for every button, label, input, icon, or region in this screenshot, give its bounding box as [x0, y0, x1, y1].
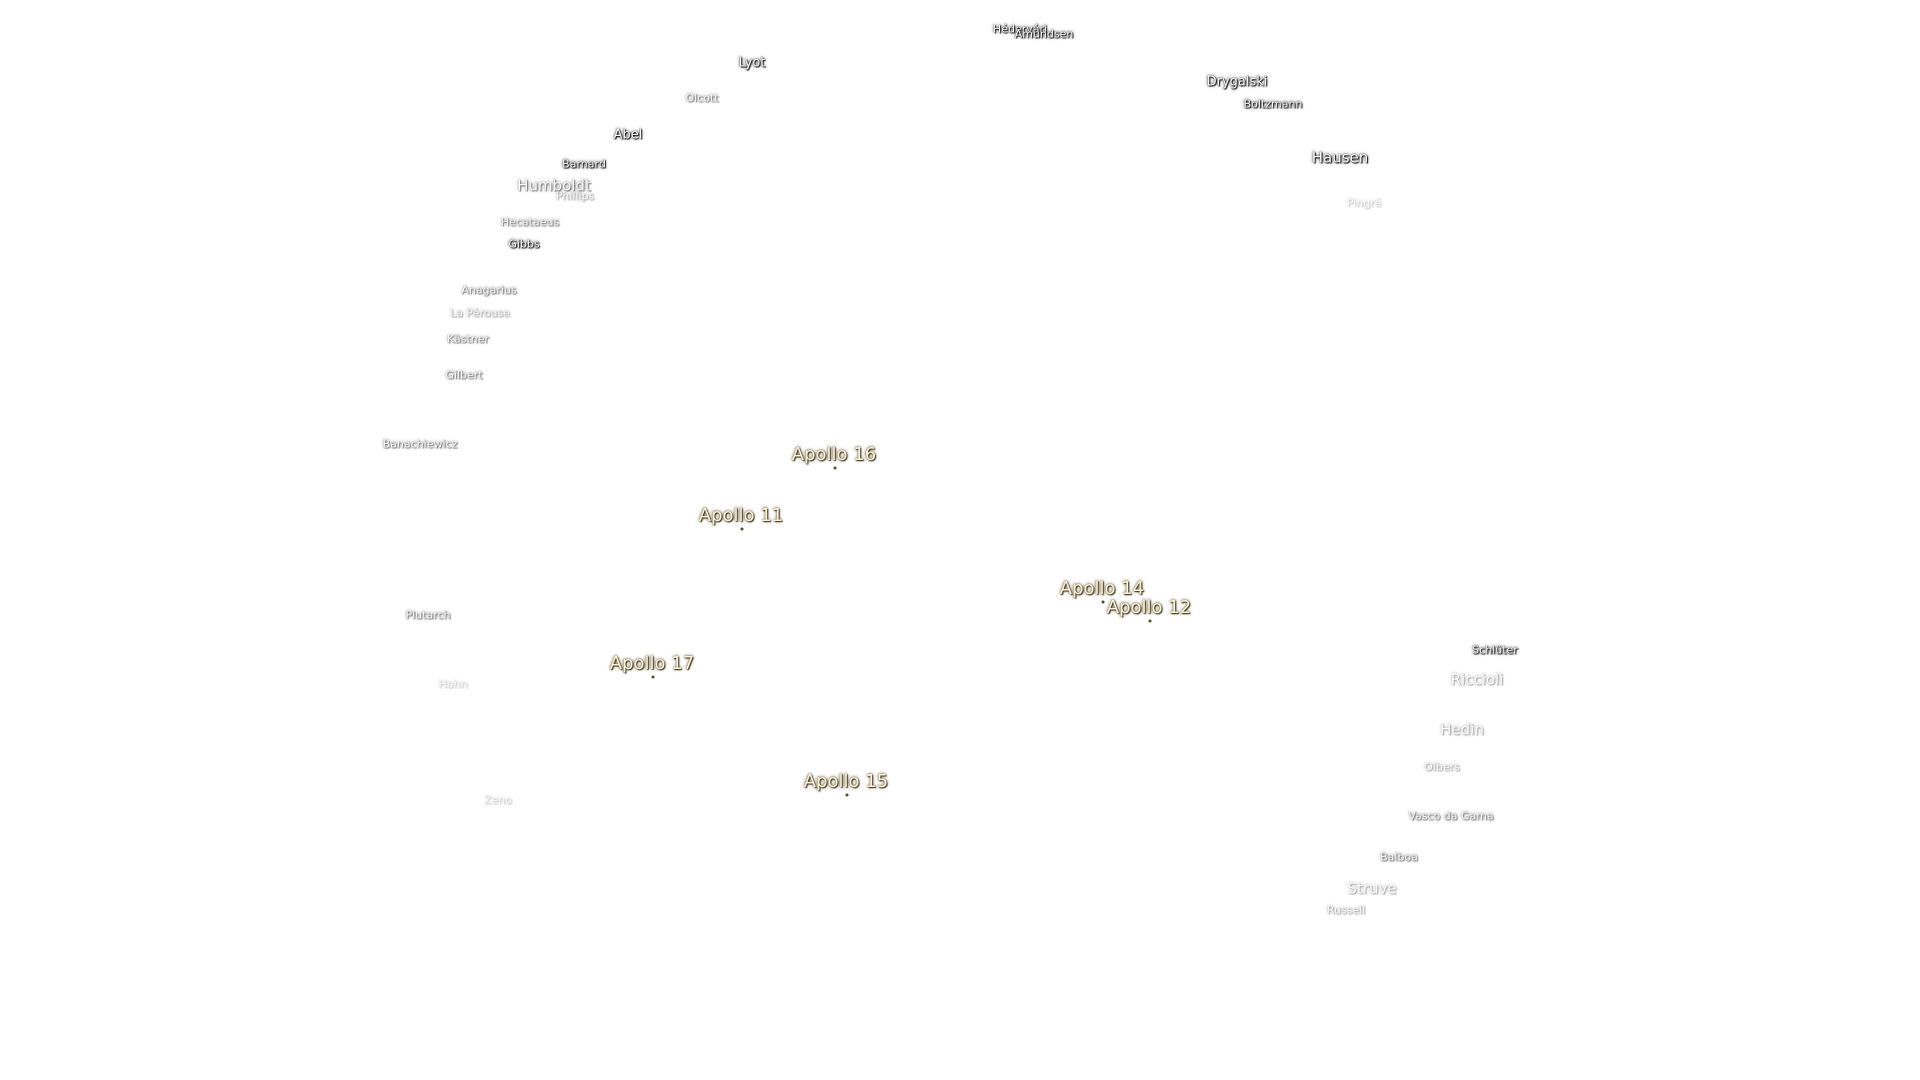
crater-label-schluter: Schlüter	[1472, 643, 1518, 657]
crater-label-hedin: Hedin	[1440, 720, 1484, 739]
crater-label-hausen: Hausen	[1311, 148, 1369, 167]
crater-label-drygalski: Drygalski	[1206, 74, 1268, 90]
crater-label-hecataeus: Hecataeus	[500, 215, 560, 229]
apollo-14-label[interactable]: Apollo 14	[1059, 578, 1145, 599]
crater-label-amundsen: Amundsen	[1014, 27, 1074, 41]
crater-label-lyot: Lyot	[738, 55, 766, 71]
apollo-16-site-marker[interactable]	[833, 466, 837, 470]
crater-label-hedervari: Hédervári	[992, 22, 1048, 36]
crater-label-struve: Struve	[1347, 879, 1397, 898]
crater-label-humboldt: Humboldt	[517, 176, 591, 195]
apollo-14-site-marker[interactable]	[1101, 600, 1105, 604]
apollo-17-label[interactable]: Apollo 17	[609, 653, 695, 674]
apollo-12-label[interactable]: Apollo 12	[1106, 597, 1192, 618]
crater-label-laperouse: La Pérouse	[450, 306, 510, 320]
crater-label-olbers: Olbers	[1424, 760, 1460, 774]
crater-label-anaxarchus: Anagarius	[461, 283, 517, 297]
crater-label-gibbs: Gibbs	[508, 237, 540, 251]
apollo-17-site-marker[interactable]	[651, 675, 655, 679]
apollo-16-label[interactable]: Apollo 16	[791, 444, 877, 465]
crater-label-vascodagama: Vasco da Gama	[1408, 809, 1494, 823]
crater-label-boltzmann: Boltzmann	[1243, 97, 1303, 111]
crater-label-banachiewicz: Banachiewicz	[382, 437, 458, 451]
crater-label-gilbert: Gilbert	[445, 368, 483, 382]
crater-label-russell: Russell	[1326, 903, 1366, 917]
apollo-12-site-marker[interactable]	[1148, 619, 1152, 623]
crater-label-riccioli: Riccioli	[1450, 670, 1504, 689]
crater-label-zeno: Zeno	[483, 793, 513, 807]
apollo-11-site-marker[interactable]	[740, 527, 744, 531]
crater-label-barnard: Barnard	[562, 157, 606, 171]
apollo-15-label[interactable]: Apollo 15	[803, 771, 889, 792]
crater-label-abel: Abel	[613, 127, 643, 143]
crater-label-hahn: Hahn	[438, 677, 468, 691]
crater-label-kastner: Kästner	[446, 332, 490, 346]
apollo-15-site-marker[interactable]	[845, 793, 849, 797]
crater-label-plutarch: Plutarch	[405, 608, 451, 622]
crater-label-pingre: Pingré	[1346, 196, 1382, 210]
apollo-11-label[interactable]: Apollo 11	[698, 505, 784, 526]
crater-label-olcott: Olcott	[685, 91, 719, 105]
crater-label-phillips: Phillips	[555, 189, 595, 203]
crater-label-balboa: Balboa	[1380, 850, 1418, 864]
